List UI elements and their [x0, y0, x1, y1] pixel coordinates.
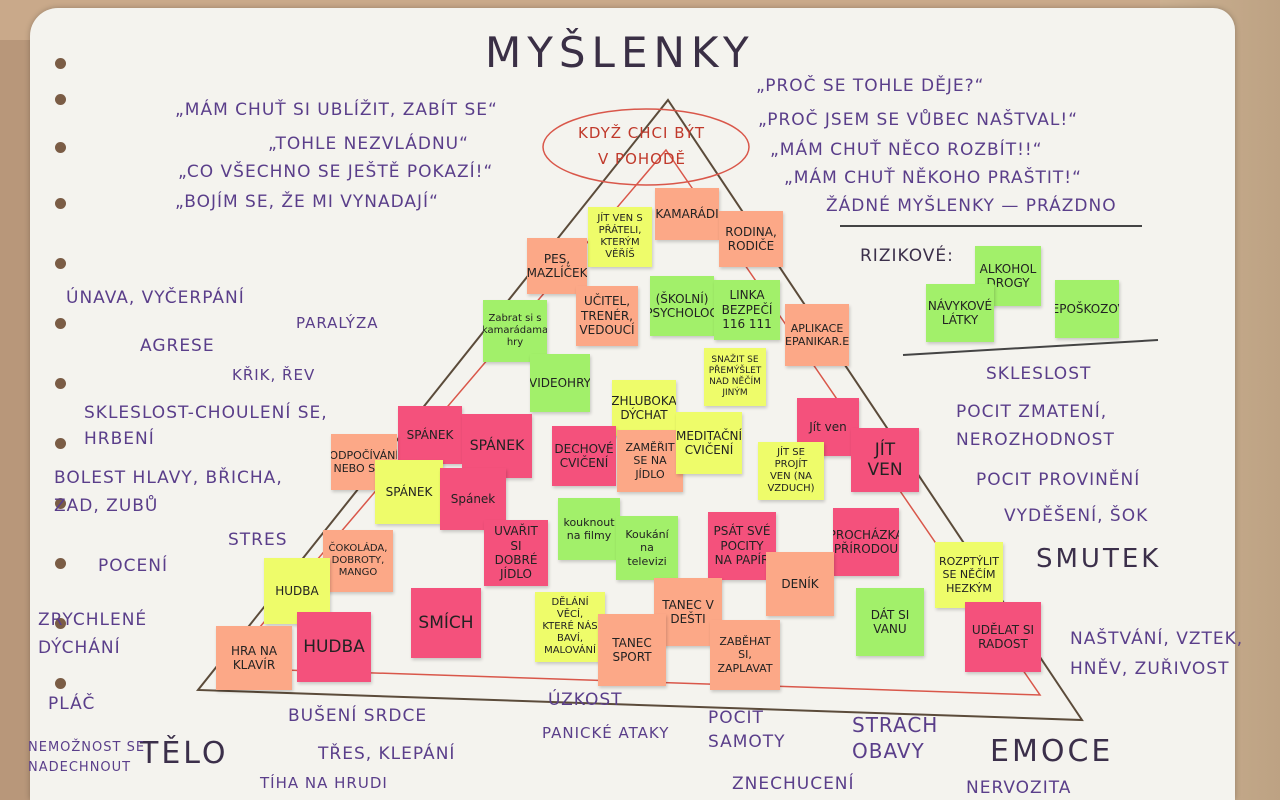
risk-note-substances: NÁVYKOVÉ LÁTKY	[926, 284, 994, 342]
sticky-note: Spánek	[440, 468, 506, 530]
sticky-note: PES, MAZLÍČEK	[527, 238, 587, 294]
apex-line-1: KDYŽ CHCI BÝT	[578, 124, 705, 142]
body-item: AGRESE	[140, 336, 215, 356]
emotion-item: SMUTEK	[1036, 544, 1162, 574]
thought-left-3: „CO VŠECHNO SE JEŠTĚ POKAZÍ!“	[178, 162, 494, 182]
sticky-note: JÍT VEN	[851, 428, 919, 492]
emotion-item: NERVOZITA	[966, 778, 1072, 798]
thought-left-4: „BOJÍM SE, ŽE MI VYNADAJÍ“	[175, 192, 439, 212]
thought-left-2: „TOHLE NEZVLÁDNU“	[268, 134, 469, 154]
sticky-note: RODINA, RODIČE	[719, 211, 783, 267]
sticky-note: ZHLUBOKA DÝCHAT	[612, 380, 676, 436]
body-item: KŘIK, ŘEV	[232, 366, 316, 384]
body-item: ÚNAVA, VYČERPÁNÍ	[66, 288, 245, 308]
punch-hole	[55, 94, 66, 105]
sticky-note: KAMARÁDI	[655, 188, 719, 240]
body-item: STRES	[228, 530, 288, 550]
sticky-note: kouknout na filmy	[558, 498, 620, 560]
sticky-note: ČOKOLÁDA, DOBROTY, MANGO	[323, 530, 393, 592]
body-item: POCENÍ	[98, 556, 168, 576]
thought-right-5: ŽÁDNÉ MYŠLENKY — PRÁZDNO	[826, 196, 1117, 216]
body-item: BOLEST HLAVY, BŘICHA, ZAD, ZUBŮ	[54, 468, 283, 516]
thought-right-4: „MÁM CHUŤ NĚKOHO PRAŠTIT!“	[784, 168, 1082, 188]
sticky-note: DECHOVÉ CVIČENÍ	[552, 426, 616, 486]
sticky-note: JÍT SE PROJÍT VEN (NA VZDUCH)	[758, 442, 824, 500]
emotions-label: EMOCE	[990, 734, 1114, 769]
emotion-item: PANICKÉ ATAKY	[542, 724, 670, 742]
body-item: NEMOŽNOST SE NADECHNOUT	[28, 740, 146, 775]
body-item: ZRYCHLENÉ DÝCHÁNÍ	[38, 610, 148, 658]
punch-hole	[55, 618, 66, 629]
sticky-note: APLIKACE (NEPANIKAR.EU)	[785, 304, 849, 366]
sticky-note: DENÍK	[766, 552, 834, 616]
sticky-note: ZABĚHAT SI, ZAPLAVAT	[710, 620, 780, 690]
thought-right-2: „PROČ JSEM SE VŮBEC NAŠTVAL!“	[758, 110, 1079, 130]
sticky-note: LINKA BEZPEČÍ 116 111	[714, 280, 780, 340]
sticky-note: UDĚLAT SI RADOST	[965, 602, 1041, 672]
apex-line-2: V POHODĚ	[598, 150, 686, 168]
emotion-item: VYDĚŠENÍ, ŠOK	[1004, 506, 1149, 526]
sticky-note: SPÁNEK	[398, 406, 462, 464]
emotion-item: NAŠTVÁNÍ, VZTEK, HNĚV, ZUŘIVOST	[1070, 629, 1244, 679]
thought-right-3: „MÁM CHUŤ NĚCO ROZBÍT!!“	[770, 140, 1043, 160]
sticky-note: SMÍCH	[411, 588, 481, 658]
sticky-note: PROCHÁZKA PŘÍRODOU	[833, 508, 899, 576]
sticky-note: PSÁT SVÉ POCITY NA PAPÍR	[708, 512, 776, 580]
punch-hole	[55, 438, 66, 449]
risk-note-selfharm: SEBEPOŠKOZOVÁNÍ	[1055, 280, 1119, 338]
body-item: PARALÝZA	[296, 314, 379, 332]
punch-hole	[55, 198, 66, 209]
body-label: TĚLO	[140, 736, 229, 771]
body-item: TŘES, KLEPÁNÍ	[318, 744, 456, 764]
emotion-item: STRACH OBAVY	[852, 713, 939, 763]
emotion-item: SKLESLOST	[986, 364, 1092, 384]
punch-hole	[55, 378, 66, 389]
sticky-note: MEDITAČNÍ CVIČENÍ	[676, 412, 742, 474]
sticky-note: Zabrat si s kamarádama hry	[483, 300, 547, 362]
emotion-item: POCIT PROVINĚNÍ	[976, 470, 1141, 490]
sticky-note: JÍT VEN S PŘÁTELI, KTERÝM VĚŘÍŠ	[588, 207, 652, 267]
emotion-item: ZNECHUCENÍ	[732, 774, 855, 794]
sticky-note: ROZPTÝLIT SE NĚČÍM HEZKÝM	[935, 542, 1003, 608]
risk-note-alcohol: ALKOHOL DROGY	[975, 246, 1041, 306]
punch-hole	[55, 58, 66, 69]
punch-hole	[55, 318, 66, 329]
punch-hole	[55, 678, 66, 689]
punch-hole	[55, 558, 66, 569]
sticky-note: DÁT SI VANU	[856, 588, 924, 656]
sticky-note: UVAŘIT SI DOBRÉ JÍDLO	[484, 520, 548, 586]
sticky-note: VIDEOHRY	[530, 354, 590, 412]
sticky-note: UČITEL, TRENÉR, VEDOUCÍ	[576, 286, 638, 346]
sticky-note: HRA NA KLAVÍR	[216, 626, 292, 690]
body-item: PLÁČ	[48, 694, 96, 714]
emotion-item: POCIT SAMOTY	[708, 708, 786, 752]
rizikove-label: RIZIKOVÉ:	[860, 246, 954, 266]
punch-hole	[55, 142, 66, 153]
emotion-item: POCIT ZMATENÍ, NEROZHODNOST	[956, 402, 1115, 450]
thought-right-1: „PROČ SE TOHLE DĚJE?“	[756, 76, 985, 96]
punch-hole	[55, 498, 66, 509]
sticky-note: Koukání na televizi	[616, 516, 678, 580]
sticky-note: SPÁNEK	[462, 414, 532, 478]
body-item: SKLESLOST-CHOULENÍ SE, HRBENÍ	[84, 403, 328, 449]
sticky-note: TANEC SPORT	[598, 614, 666, 686]
page-title: MYŠLENKY	[485, 28, 755, 77]
sticky-note: ZAMĚŘIT SE NA JÍDLO	[617, 430, 683, 492]
body-item: BUŠENÍ SRDCE	[288, 706, 428, 726]
sticky-note: SNAŽIT SE PŘEMÝŠLET NAD NĚČÍM JINÝM	[704, 348, 766, 406]
punch-hole	[55, 258, 66, 269]
sticky-note: HUDBA	[297, 612, 371, 682]
body-item: TÍHA NA HRUDI	[260, 774, 388, 792]
sticky-note: SPÁNEK	[375, 460, 443, 524]
sticky-note: DĚLÁNÍ VĚCÍ, KTERÉ NÁS BAVÍ, MALOVÁNÍ	[535, 592, 605, 662]
thought-left-1: „MÁM CHUŤ SI UBLÍŽIT, ZABÍT SE“	[175, 100, 498, 120]
sticky-note: (ŠKOLNÍ) PSYCHOLOG	[650, 276, 714, 336]
emotion-item: ÚZKOST	[548, 690, 623, 710]
